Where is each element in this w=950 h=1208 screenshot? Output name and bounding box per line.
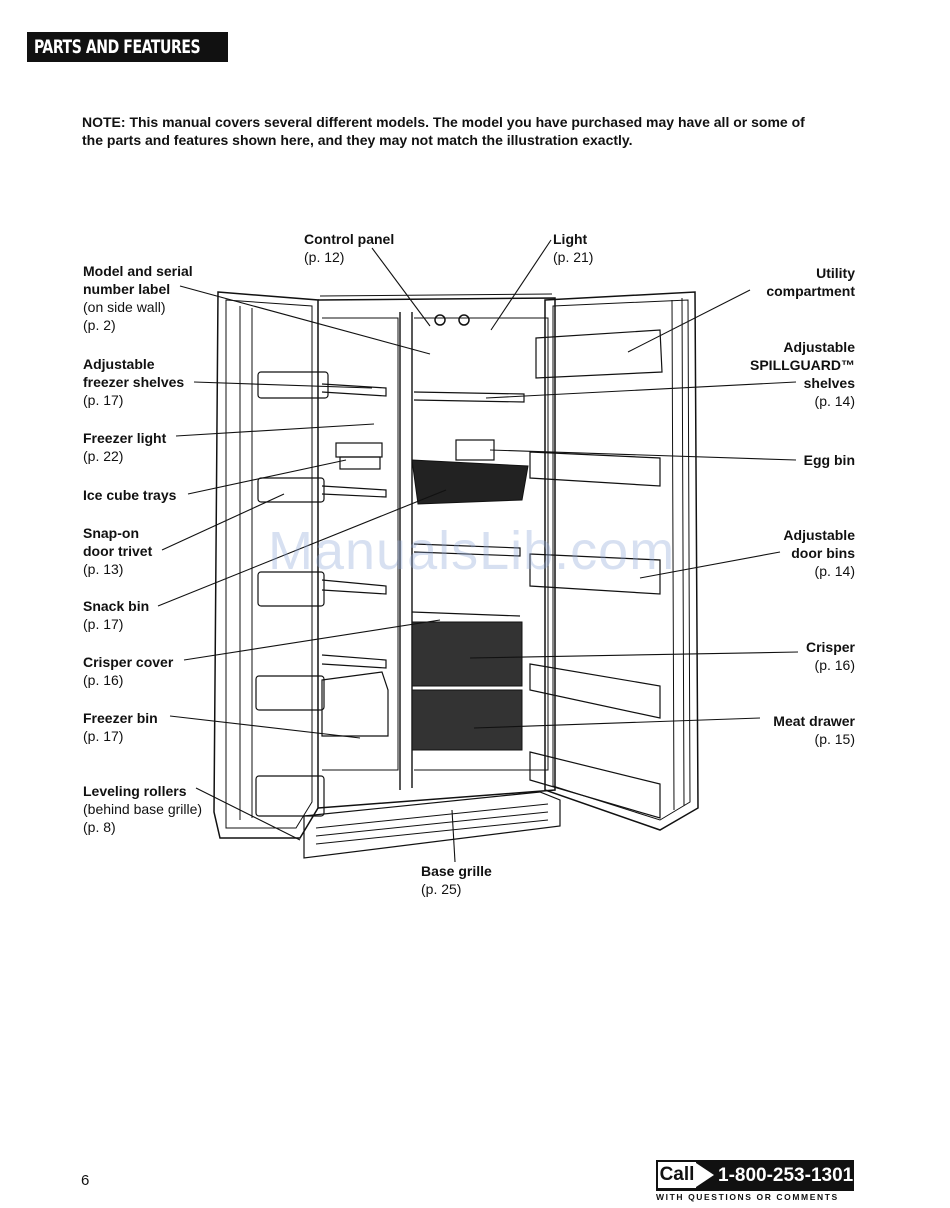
label-title: Leveling rollers <box>83 783 187 799</box>
label-page: (p. 14) <box>814 393 855 409</box>
label-title: Adjustable <box>83 356 155 372</box>
label-title: door bins <box>791 545 855 561</box>
fresh-food-door <box>544 291 699 831</box>
label-egg-bin: Egg bin <box>804 451 855 469</box>
label-title: compartment <box>766 283 855 299</box>
label-page: (p. 12) <box>304 249 345 265</box>
label-page: (p. 16) <box>814 657 855 673</box>
label-page: (p. 17) <box>83 392 124 408</box>
label-door-bins: Adjustable door bins (p. 14) <box>783 526 855 580</box>
label-title: Snap-on <box>83 525 139 541</box>
label-page: (p. 17) <box>83 728 124 744</box>
label-page: (p. 22) <box>83 448 124 464</box>
call-word: Call <box>658 1162 696 1188</box>
page-title: PARTS AND FEATURES <box>34 36 201 58</box>
label-meat-drawer: Meat drawer (p. 15) <box>773 712 855 748</box>
label-title: Freezer bin <box>83 710 158 726</box>
label-utility-compartment: Utility compartment <box>766 264 855 300</box>
label-title: freezer shelves <box>83 374 185 390</box>
label-page: (p. 13) <box>83 561 124 577</box>
cabinet <box>317 297 556 809</box>
arrow-right-icon <box>696 1163 714 1187</box>
label-crisper-cover: Crisper cover (p. 16) <box>83 653 173 689</box>
label-model-serial: Model and serial number label (on side w… <box>83 262 193 334</box>
label-sub: (on side wall) <box>83 299 166 315</box>
label-title: Meat drawer <box>773 713 855 729</box>
label-title: SPILLGUARD™ <box>750 357 855 373</box>
watermark: ManualsLib.com <box>268 521 676 581</box>
label-title: Base grille <box>421 863 492 879</box>
label-page: (p. 25) <box>421 881 462 897</box>
crisper-drawer <box>411 621 523 687</box>
label-page: (p. 14) <box>814 563 855 579</box>
label-title: Adjustable <box>783 527 855 543</box>
note-text: NOTE: This manual covers several differe… <box>82 114 805 148</box>
label-crisper: Crisper (p. 16) <box>806 638 855 674</box>
label-control-panel: Control panel (p. 12) <box>304 230 394 266</box>
label-title: Adjustable <box>783 339 855 355</box>
label-title: number label <box>83 281 171 297</box>
label-title: Utility <box>816 265 855 281</box>
label-spillguard-shelves: Adjustable SPILLGUARD™ shelves (p. 14) <box>750 338 855 410</box>
phone-number: 1-800-253-1301 <box>718 1165 854 1186</box>
label-snack-bin: Snack bin (p. 17) <box>83 597 149 633</box>
page-number: 6 <box>81 1172 90 1189</box>
label-title: Snack bin <box>83 598 150 614</box>
label-freezer-light: Freezer light (p. 22) <box>83 429 166 465</box>
label-base-grille: Base grille (p. 25) <box>421 862 492 898</box>
label-title: Crisper cover <box>83 654 174 670</box>
label-leveling-rollers: Leveling rollers (behind base grille) (p… <box>83 782 202 836</box>
label-page: (p. 17) <box>83 616 124 632</box>
base-grille-shape <box>303 791 561 859</box>
label-title: Control panel <box>304 231 395 247</box>
label-page: (p. 16) <box>83 672 124 688</box>
label-title: Freezer light <box>83 430 167 446</box>
header-bar <box>27 32 228 62</box>
label-ice-cube-trays: Ice cube trays <box>83 486 176 504</box>
label-sub: (behind base grille) <box>83 801 203 817</box>
label-page: (p. 21) <box>553 249 594 265</box>
label-freezer-shelves: Adjustable freezer shelves (p. 17) <box>83 355 184 409</box>
meat-drawer-shape <box>411 689 523 751</box>
label-title: Light <box>553 231 588 247</box>
label-title: door trivet <box>83 543 153 559</box>
label-freezer-bin: Freezer bin (p. 17) <box>83 709 158 745</box>
label-title: Ice cube trays <box>83 487 177 503</box>
label-title: Egg bin <box>803 452 855 468</box>
call-subtext: WITH QUESTIONS OR COMMENTS <box>656 1192 839 1202</box>
label-title: Crisper <box>805 639 855 655</box>
label-title: shelves <box>803 375 855 391</box>
label-light: Light (p. 21) <box>553 230 593 266</box>
label-page: (p. 2) <box>83 317 116 333</box>
label-page: (p. 8) <box>83 819 116 835</box>
label-snap-on-trivet: Snap-on door trivet (p. 13) <box>83 524 152 578</box>
label-title: Model and serial <box>83 263 193 279</box>
label-page: (p. 15) <box>814 731 855 747</box>
